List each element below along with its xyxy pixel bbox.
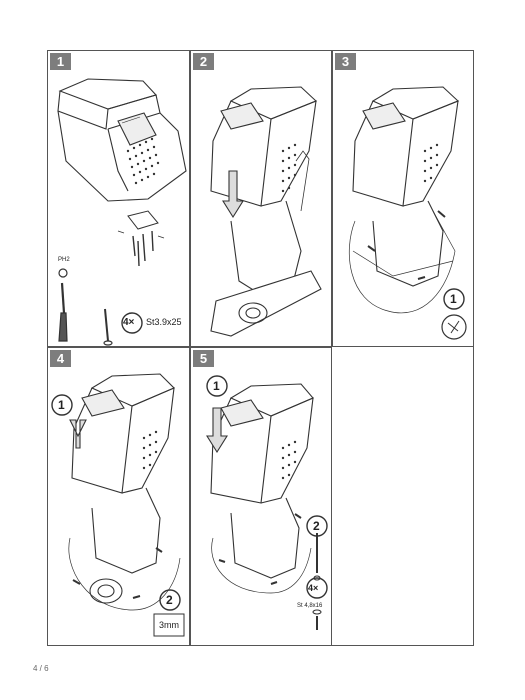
step-number-badge: 4 bbox=[50, 350, 71, 367]
armrest-illustration bbox=[51, 373, 185, 637]
page-number: 4 / 6 bbox=[33, 664, 49, 673]
up-arrow-icon bbox=[69, 419, 87, 449]
step-number-badge: 3 bbox=[335, 53, 356, 70]
screw-spec: St3.9x25 bbox=[146, 317, 182, 327]
drill-size-label: 3mm bbox=[159, 620, 179, 630]
screw-spec: St 4,8x16 bbox=[297, 603, 323, 609]
screw-icon bbox=[103, 308, 113, 346]
armrest-illustration bbox=[210, 86, 322, 337]
step-marker: 1 bbox=[450, 292, 457, 306]
step-panel-4: 4 1 2 bbox=[47, 347, 190, 646]
screw-count: 4× bbox=[123, 317, 135, 328]
step-marker-mid: 2 bbox=[313, 519, 320, 533]
down-arrow-icon bbox=[222, 170, 244, 219]
step-marker-top: 1 bbox=[213, 379, 220, 393]
step-marker-bottom: 2 bbox=[166, 593, 173, 607]
step-number-badge: 5 bbox=[193, 350, 214, 367]
armrest-illustration bbox=[348, 86, 467, 340]
screwdriver-icon bbox=[58, 268, 68, 342]
step-number-badge: 2 bbox=[193, 53, 214, 70]
armrest-illustration bbox=[206, 375, 328, 630]
screw-count: 4× bbox=[308, 583, 319, 593]
clip-detail-icon bbox=[441, 314, 467, 340]
down-arrow-icon bbox=[206, 407, 228, 454]
drill-bit-icon bbox=[153, 613, 185, 637]
step-number-badge: 1 bbox=[50, 53, 71, 70]
step-panel-1: 1 bbox=[47, 50, 190, 347]
step-panel-3: 3 1 bbox=[332, 50, 474, 347]
step-panel-2: 2 bbox=[190, 50, 332, 347]
armrest-illustration bbox=[57, 78, 187, 346]
tool-label: PH2 bbox=[58, 257, 70, 263]
step-marker-top: 1 bbox=[58, 398, 65, 412]
step-panel-5: 5 bbox=[190, 347, 332, 646]
